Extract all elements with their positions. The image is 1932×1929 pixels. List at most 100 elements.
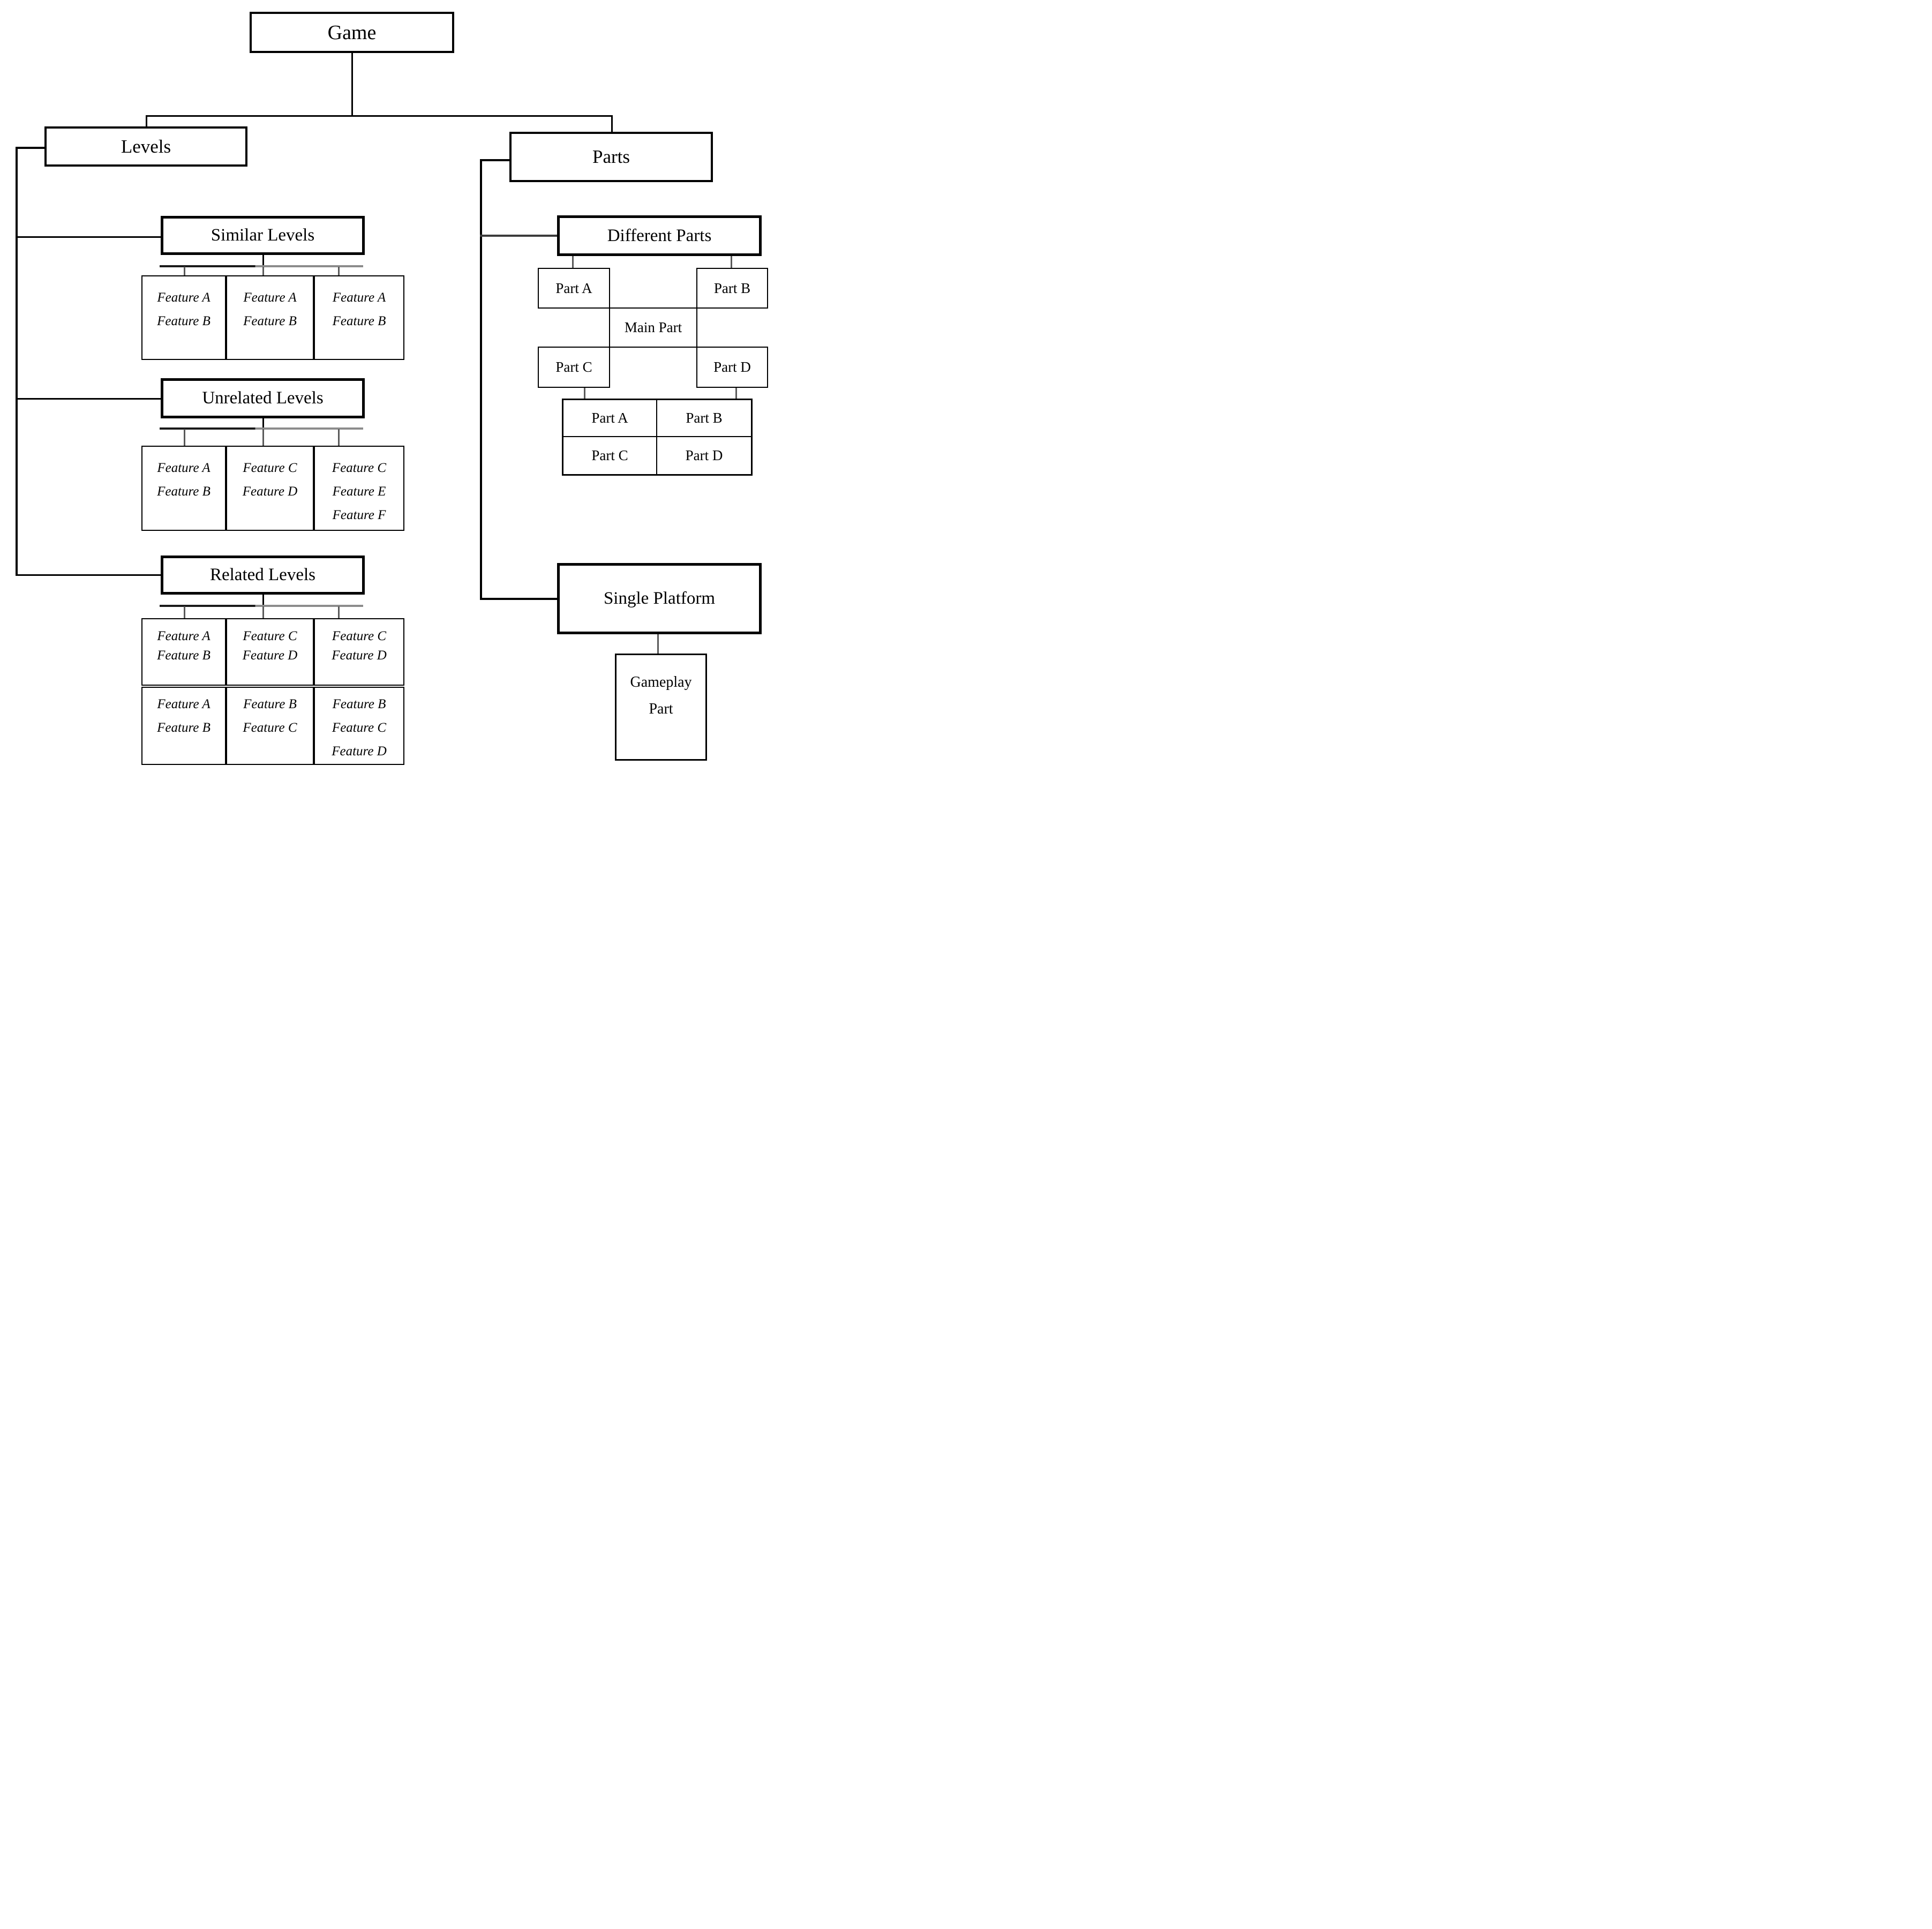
unrelated-feature-box-2: Feature C Feature D — [226, 446, 314, 531]
similar-feature-box-3: Feature A Feature B — [314, 275, 404, 360]
feature-line: Feature A — [157, 290, 211, 305]
parts-table: Part A Part B Part C Part D — [562, 399, 753, 476]
parts-table-cell-c: Part C — [563, 437, 657, 474]
connector-unrelated-bar — [160, 427, 363, 430]
connector-root-horizontal — [146, 115, 613, 117]
node-levels-label: Levels — [121, 136, 171, 157]
node-gameplay-part-line2: Part — [649, 701, 673, 717]
node-part-a-label: Part A — [555, 280, 592, 296]
connector-related-tick-1 — [184, 606, 185, 618]
node-part-c: Part C — [538, 347, 610, 388]
connector-branch-different — [480, 235, 557, 237]
parts-table-cell-b: Part B — [657, 400, 751, 437]
related-row2-box-1: Feature A Feature B — [141, 687, 226, 765]
feature-line: Feature B — [157, 720, 211, 735]
connector-branch-related — [16, 574, 161, 576]
connector-branch-unrelated — [16, 398, 161, 400]
node-related-levels-label: Related Levels — [209, 565, 315, 584]
feature-line: Feature D — [332, 648, 387, 663]
parts-table-cell-label: Part B — [686, 410, 723, 426]
connector-partd-tick — [735, 388, 737, 399]
related-row2-box-3: Feature B Feature C Feature D — [314, 687, 404, 765]
node-part-b-label: Part B — [713, 280, 751, 296]
connector-partc-tick — [584, 388, 585, 399]
related-row1-box-3: Feature C Feature D — [314, 618, 404, 686]
node-part-a: Part A — [538, 268, 610, 309]
node-related-levels: Related Levels — [161, 556, 365, 595]
feature-line: Feature C — [243, 629, 297, 643]
feature-line: Feature D — [242, 484, 298, 499]
feature-line: Feature B — [157, 484, 211, 499]
related-row1-box-1: Feature A Feature B — [141, 618, 226, 686]
node-part-c-label: Part C — [555, 359, 592, 375]
connector-levels-drop — [146, 115, 147, 127]
node-levels: Levels — [44, 126, 247, 167]
unrelated-feature-box-1: Feature A Feature B — [141, 446, 226, 531]
node-different-parts-label: Different Parts — [607, 226, 712, 245]
node-unrelated-levels-label: Unrelated Levels — [202, 388, 324, 408]
node-unrelated-levels: Unrelated Levels — [161, 378, 365, 418]
feature-line: Feature A — [243, 290, 297, 305]
connector-game-drop — [351, 52, 353, 116]
connector-left-spine — [16, 147, 18, 576]
node-part-b: Part B — [696, 268, 768, 309]
feature-line: Feature B — [332, 697, 386, 711]
connector-dp-tick-left — [572, 256, 574, 268]
node-similar-levels-label: Similar Levels — [211, 226, 315, 245]
node-game-label: Game — [327, 21, 377, 44]
node-main-part: Main Part — [609, 307, 697, 348]
feature-line: Feature B — [332, 314, 386, 328]
parts-table-cell-label: Part D — [685, 447, 723, 463]
connector-parts-drop — [611, 115, 613, 133]
node-main-part-label: Main Part — [624, 319, 682, 335]
connector-unrelated-tick-2 — [262, 429, 264, 446]
connector-related-drop — [262, 595, 264, 606]
feature-line: Feature A — [157, 461, 211, 475]
feature-line: Feature C — [332, 720, 387, 735]
parts-table-cell-a: Part A — [563, 400, 657, 437]
related-row1-box-2: Feature C Feature D — [226, 618, 314, 686]
feature-line: Feature D — [332, 744, 387, 759]
diagram-canvas: Game Levels Similar Levels Feature A Fea… — [0, 0, 773, 772]
feature-line: Feature A — [157, 629, 211, 643]
feature-line: Feature C — [243, 461, 297, 475]
feature-line: Feature B — [157, 314, 211, 328]
connector-similar-tick-3 — [338, 267, 340, 275]
node-single-platform-label: Single Platform — [603, 589, 716, 608]
node-part-d: Part D — [696, 347, 768, 388]
parts-table-cell-d: Part D — [657, 437, 751, 474]
node-gameplay-part-line1: Gameplay — [630, 674, 692, 690]
connector-right-spine — [480, 159, 482, 600]
feature-line: Feature C — [243, 720, 297, 735]
connector-similar-tick-2 — [262, 267, 264, 275]
node-single-platform: Single Platform — [557, 563, 762, 634]
connector-similar-drop — [262, 255, 264, 267]
connector-branch-similar — [16, 236, 161, 238]
related-row2-box-2: Feature B Feature C — [226, 687, 314, 765]
similar-feature-box-1: Feature A Feature B — [141, 275, 226, 360]
parts-table-cell-label: Part C — [591, 447, 628, 463]
node-parts-label: Parts — [592, 146, 630, 167]
connector-dp-tick-right — [731, 256, 732, 268]
unrelated-feature-box-3: Feature C Feature E Feature F — [314, 446, 404, 531]
connector-parts-stub — [480, 159, 509, 161]
connector-unrelated-drop — [262, 418, 264, 429]
feature-line: Feature C — [332, 461, 387, 475]
feature-line: Feature F — [332, 508, 386, 522]
feature-line: Feature A — [332, 290, 386, 305]
connector-related-tick-2 — [262, 606, 264, 618]
connector-sp-tick — [657, 634, 659, 654]
feature-line: Feature C — [332, 629, 387, 643]
connector-related-bar — [160, 605, 363, 607]
node-different-parts: Different Parts — [557, 215, 762, 256]
connector-branch-single — [480, 598, 557, 600]
feature-line: Feature E — [332, 484, 386, 499]
feature-line: Feature B — [243, 314, 297, 328]
connector-unrelated-tick-3 — [338, 429, 340, 446]
node-game: Game — [250, 12, 454, 53]
feature-line: Feature A — [157, 697, 211, 711]
connector-similar-tick-1 — [184, 267, 185, 275]
feature-line: Feature B — [243, 697, 297, 711]
feature-line: Feature B — [157, 648, 211, 663]
node-part-d-label: Part D — [713, 359, 751, 375]
